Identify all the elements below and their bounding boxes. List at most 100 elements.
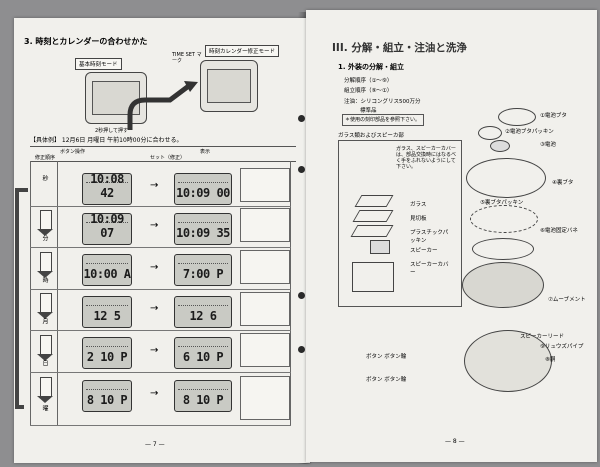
watch-illustration [85, 72, 147, 124]
part-label: ガラス [410, 202, 427, 208]
part-label: ①電池ブタ [540, 113, 567, 119]
lcd-after: 10:09 00 [174, 173, 232, 205]
case-back-packing-part [470, 205, 538, 233]
case-body-part [464, 330, 552, 392]
battery-cover-part [498, 108, 536, 126]
down-arrow-icon [37, 293, 53, 319]
step-label: 時 [41, 277, 48, 283]
chapter-title: III. 分解・組立・注油と洗浄 [332, 42, 467, 54]
lcd-before: 10:09 07 [82, 212, 132, 245]
glass-parts-box [338, 140, 462, 307]
lcd-after: 7:00 P [174, 254, 232, 286]
col-note: セット（修正） [150, 155, 186, 161]
part-label: ⑦ムーブメント [548, 297, 586, 303]
part-label: ⑧胴 [545, 357, 556, 363]
bezel-part [352, 210, 394, 222]
part-label: ②電池ブタパッキン [505, 129, 554, 135]
step-note [240, 250, 290, 284]
right-page [306, 10, 597, 462]
lcd-before: 10:00 A [82, 254, 132, 286]
lcd-before: 2 10 P [82, 337, 132, 369]
case-back-part [466, 158, 546, 198]
battery-part [490, 140, 510, 152]
lcd-after: 10:09 35 [174, 213, 232, 245]
lower-label: ボタン ボタン輪 [366, 354, 407, 360]
movement-part [462, 262, 544, 308]
step-note [240, 333, 290, 367]
table-rule [30, 161, 296, 162]
section-heading: 3. 時刻とカレンダーの合わせかた [24, 37, 148, 46]
speaker-part [370, 240, 390, 254]
step-note [240, 168, 290, 202]
glass-caption: ガラス類およびスピーカ部 [338, 133, 404, 139]
time-set-label: TIME SET マーク [172, 52, 202, 64]
table-rule [30, 146, 296, 147]
part-label: ⑨リュウズパイプ [540, 344, 584, 350]
lcd-after: 8 10 P [174, 380, 232, 412]
binding-hole [298, 166, 305, 173]
loop-arrow [15, 188, 28, 409]
step-label: 月 [41, 318, 48, 324]
down-arrow-icon [37, 335, 53, 361]
note-box: ＊使用の刻印部品を参照下さい。 [342, 114, 424, 126]
part-label: ⑤裏ブタパッキン [480, 200, 524, 206]
binding-hole [298, 115, 305, 122]
case-part [352, 262, 394, 292]
line-oil: 注油：シリコングリス500万分 [344, 99, 421, 105]
glass-box-text: ガラス、スピーカーカバーは、部品交換時にはなるべく手をふれないようにして下さい。 [396, 146, 457, 170]
col-button: ボタン操作 [60, 149, 86, 155]
down-arrow-icon [37, 210, 53, 236]
basic-mode-label: 基本時刻モード [75, 58, 122, 70]
lcd-after: 12 6 [174, 296, 232, 328]
mode-arrow [127, 81, 198, 130]
line-disassembly-order: 分解順序（①～⑨） [344, 78, 393, 84]
down-arrow-icon [37, 252, 53, 278]
packing-part [350, 225, 394, 237]
lcd-before: 10:08 42 [82, 172, 132, 205]
step-label: 日 [41, 360, 48, 366]
part-label: ④裏ブタ [552, 180, 574, 186]
step-note [240, 376, 290, 420]
part-label: プラスチックパッキン [410, 230, 449, 244]
battery-cover-packing-part [478, 126, 502, 140]
example-text: 【具体例】 12月6日 月曜日 午前10時00分に合わせる。 [30, 137, 183, 144]
lower-label: スピーカーリード [520, 334, 565, 340]
lcd-before: 12 5 [82, 296, 132, 328]
step-note [240, 292, 290, 326]
down-arrow-icon [37, 377, 53, 403]
page-number: — 8 — [445, 438, 465, 445]
page-number: — 7 — [145, 441, 165, 448]
table-rule [57, 161, 58, 426]
arrow-icon: → [150, 388, 159, 399]
press-label: 2秒押して押す [95, 128, 129, 134]
step-label: 秒 [41, 175, 48, 181]
step-note [240, 208, 290, 242]
arrow-icon: → [150, 262, 159, 273]
step-label: 分 [41, 235, 48, 241]
part-label: ③電池 [540, 142, 556, 148]
line-standard: 標準品 [360, 108, 377, 114]
col-display: 表示 [200, 149, 211, 155]
lcd-before: 8 10 P [82, 380, 132, 412]
table-rule [290, 161, 291, 426]
part-label: スピーカーカバー [410, 262, 449, 276]
watch-illustration [200, 60, 258, 112]
step-label: 曜 [41, 405, 48, 411]
part-label: 見切板 [410, 216, 427, 222]
col-step-order: 修正順序 [35, 155, 56, 161]
binding-hole [298, 346, 305, 353]
lcd-after: 6 10 P [174, 337, 232, 369]
arrow-icon: → [150, 180, 159, 191]
section-title: 1. 外装の分解・組立 [338, 63, 404, 71]
arrow-icon: → [150, 345, 159, 356]
part-label: ⑥電池固定バネ [540, 228, 578, 234]
battery-spring-part [472, 238, 534, 260]
arrow-icon: → [150, 303, 159, 314]
lower-label: ボタン ボタン輪 [366, 377, 407, 383]
calendar-mode-label: 時刻カレンダー修正モード [205, 45, 280, 57]
binding-hole [298, 292, 305, 299]
table-rule [30, 161, 31, 426]
arrow-icon: → [150, 220, 159, 231]
part-label: スピーカー [410, 248, 438, 254]
line-assembly-order: 組立順序（⑨～①） [344, 88, 393, 94]
